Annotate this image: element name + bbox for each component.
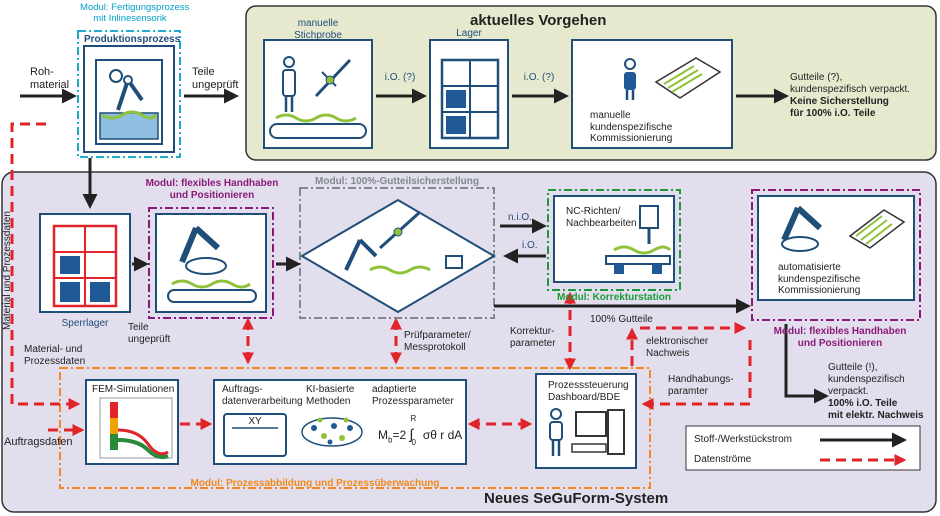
top-result-2: kundenspezifisch verpackt.: [790, 84, 911, 95]
arrow-handhabungsparameter: [641, 340, 752, 410]
teile-ungeprueft-label: Teile ungeprüft: [192, 66, 239, 91]
fem-label: FEM-Simulationen: [92, 384, 175, 395]
bottom-result-1: Gutteile (!),: [828, 362, 878, 373]
person-calipers-icon: [269, 56, 367, 139]
stichprobe-label: manuelle Stichprobe: [294, 18, 342, 41]
nio-label: n.i.O.: [508, 212, 532, 223]
mod-korrektur-label: Modul: Korrekturstation: [557, 292, 671, 303]
handhabungsparameter-label: Handhabungs- paramter: [668, 374, 734, 397]
formula-upper: R: [410, 414, 417, 423]
xy-window-icon: [223, 413, 287, 457]
auto-kommissionierung-label: automatisierte kundenspezifische Kommiss…: [778, 262, 861, 296]
material-prozessdaten-label: Material- und Prozessdaten: [24, 344, 86, 367]
fem-plot-icon: [99, 397, 173, 460]
neural-network-icon: [301, 417, 363, 447]
auftragsdaten-label: Auftragsdaten: [4, 436, 73, 448]
teile-ungeprueft2-label: Teile ungeprüft: [128, 322, 171, 345]
arrow-material-prozessdaten: [10, 122, 81, 410]
gutteil-diamond: [300, 198, 496, 314]
robot-arm-icon: [167, 225, 257, 303]
prozesssteuerung-label: Prozesssteuerung Dashboard/BDE: [548, 380, 629, 403]
mod-handhaben-label: Modul: flexibles Handhaben und Positioni…: [145, 178, 279, 201]
formula-body: σθ r dA: [422, 428, 463, 442]
produktion-module-frame: [77, 30, 181, 158]
prozess-module-frame: [59, 367, 651, 489]
top-panel-title: aktuelles Vorgehen: [470, 12, 607, 29]
bottom-panel-title: Neues SeGuForm-System: [484, 490, 669, 507]
person-box-icon: [624, 57, 722, 100]
sperrlager-label: Sperrlager: [61, 318, 109, 329]
mod-gutteil-label: Modul: 100%-Gutteilsicherstellung: [315, 176, 479, 187]
sperrlager-shelf-icon: [52, 224, 118, 308]
io-label: i.O.: [522, 240, 538, 251]
formula-eq: =2: [392, 428, 407, 442]
formula-integral: R ∫ 0: [409, 414, 417, 447]
rohmaterial-label: Roh- material: [30, 66, 70, 91]
kommissionierung-label: manuelle kundenspezifische Kommissionier…: [590, 110, 673, 144]
pruefparameter-label: Prüfparameter/ Messprotokoll: [404, 330, 471, 353]
korrektur-module-frame: [547, 189, 681, 291]
production-icon: [95, 59, 163, 145]
bottom-result-2: kundenspezifisch verpackt.: [828, 374, 905, 397]
material-flow-arrows: [20, 88, 829, 404]
io-label-1: i.O. (?): [384, 72, 416, 83]
press-icon: [605, 205, 672, 274]
bottom-result-bold: 100% i.O. Teile mit elektr. Nachweis: [828, 398, 924, 421]
shelf-icon: [440, 58, 500, 140]
legend-box: [685, 425, 921, 471]
korrekturparameter-label: Korrektur- parameter: [510, 326, 556, 349]
top-result-1: Gutteile (?),: [790, 72, 843, 83]
handhaben2-module-frame: [751, 189, 921, 321]
material-prozessdaten-vertical: Material und Prozessdaten: [2, 211, 13, 330]
legend-stoff-label: Stoff-/Werkstückstrom: [694, 434, 792, 445]
robot-box-icon: [781, 205, 906, 252]
mod-handhaben2-label: Modul: flexibles Handhaben und Positioni…: [773, 326, 907, 349]
adaptierte-label: adaptierte Prozessparameter: [372, 384, 454, 407]
formula-sub: b: [388, 435, 393, 445]
auftragsdatenverarbeitung-label: Auftrags- datenverarbeitung: [222, 384, 303, 407]
top-result-bold: Keine Sicherstellung für 100% i.O. Teile: [790, 96, 889, 119]
formula-lhs: M: [378, 428, 388, 442]
ki-label: KI-basierte Methoden: [306, 384, 355, 407]
formula-lower: 0: [411, 438, 416, 447]
handhaben-module-frame: [148, 207, 274, 319]
nc-richten-label: NC-Richten/ Nachbearbeiten: [566, 206, 637, 229]
formula: Mb=2 R ∫ 0 σθ r dA: [378, 414, 463, 447]
legend-daten-label: Datenströme: [694, 454, 752, 465]
xy-label: XY: [248, 416, 262, 427]
data-flow-arrows: [10, 122, 752, 436]
module-label-fertigung: Modul: Fertigungsprozess mit Inlinesenso…: [80, 2, 190, 24]
gutteile-100-label: 100% Gutteile: [590, 314, 653, 325]
produktion-title: Produktionsprozess: [84, 34, 181, 45]
elektronischer-nachweis-label: elektronischer Nachweis: [646, 336, 709, 359]
io-label-2: i.O. (?): [523, 72, 555, 83]
person-computer-icon: [549, 408, 625, 456]
mod-prozess-label: Modul: Prozessabbildung und Prozessüberw…: [190, 478, 440, 489]
arrow-output-bottom: [784, 324, 829, 404]
kommissionierung-box: [571, 39, 733, 149]
robot-calipers-icon: [344, 210, 463, 275]
lager-label: Lager: [456, 28, 482, 39]
